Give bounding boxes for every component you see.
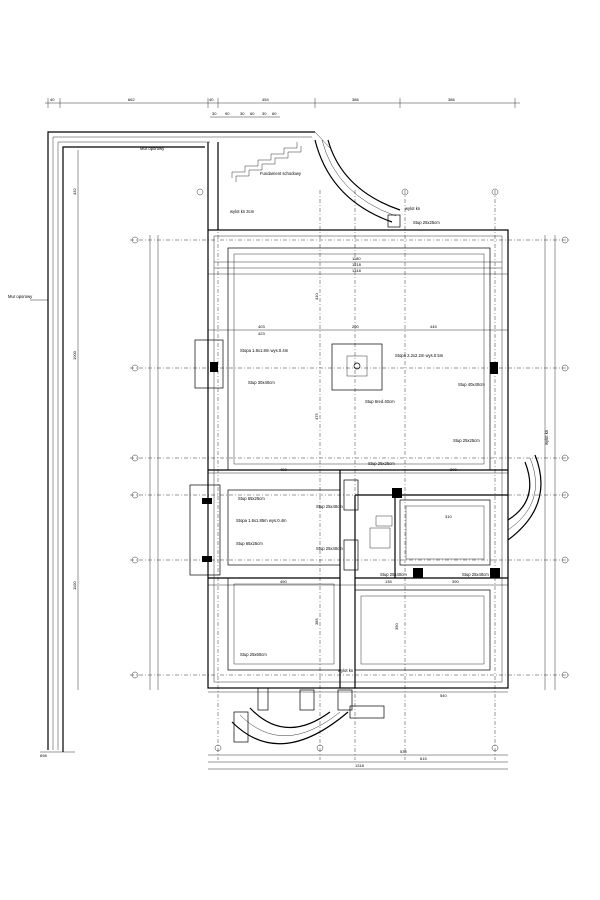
dim-490: 490 xyxy=(280,467,287,472)
stairs-foundation-label: Fundament schodowy xyxy=(260,171,302,176)
dim-wall-bottom: 698 xyxy=(40,753,47,758)
dim-390: 390 xyxy=(394,623,399,630)
dim-403: 403 xyxy=(258,324,265,329)
wylot-top-left: wylot kn 3cm xyxy=(230,209,255,214)
column-marker-2 xyxy=(353,362,361,370)
top-dim2-6: 60 xyxy=(272,111,277,116)
stopa-2: Stopa 2.2x2.2m wys.0.5m xyxy=(395,353,444,358)
column-marker-8 xyxy=(490,568,500,578)
top-dim-5: 386 xyxy=(352,97,359,102)
dim-1000: 1000 xyxy=(72,350,77,360)
dim-135: 135 xyxy=(385,579,392,584)
stup-9: Stup 25x40cm xyxy=(316,546,343,551)
dim-535: 535 xyxy=(400,749,407,754)
dim-475: 475 xyxy=(314,413,319,420)
building-outline xyxy=(207,229,509,689)
dim-300: 300 xyxy=(450,467,457,472)
stup-10: Stup 25x40cm xyxy=(380,572,407,577)
column-marker-6 xyxy=(202,556,212,562)
axis-grid xyxy=(130,190,570,760)
top-dim-3: 40 xyxy=(209,97,214,102)
dim-1100: 1100 xyxy=(72,581,77,590)
stup-8: Stup 65x25cm xyxy=(236,541,263,546)
wylot-bottom: wylot kn xyxy=(338,668,354,673)
stopa-3: Stopa 1.6x1.85m wys.0.4m xyxy=(236,518,287,523)
dim-1218: 1218 xyxy=(352,262,362,267)
stup-5: Stup 25x25cm xyxy=(453,438,480,443)
retaining-wall-label: Mur oporowy xyxy=(140,146,165,151)
column-marker-4 xyxy=(392,488,402,498)
dim-1318: 1318 xyxy=(352,268,362,273)
retaining-wall: Mur oporowy Mur oporowy 698 xyxy=(8,131,331,758)
wylot-top-right: wylot kn xyxy=(405,206,421,211)
stup-1: Stup 30x40cm xyxy=(248,380,275,385)
top-dim2-1: 30 xyxy=(212,111,217,116)
dim-1318b: 1318 xyxy=(355,763,365,768)
stup-6: Stup 65x25cm xyxy=(238,496,265,501)
curved-wall-top: wylot kn Stup 25x25cm wylot kn 3cm xyxy=(230,139,440,228)
wylot-side: wylot kn xyxy=(544,429,549,445)
top-dimension-line: 40 662 40 454 386 386 30 90 30 60 30 60 xyxy=(45,97,520,118)
stup-7: Stup 25x40cm xyxy=(316,504,343,509)
dim-490b: 490 xyxy=(280,579,287,584)
stup-top-right: Stup 25x25cm xyxy=(413,220,440,225)
stup-2: Stup 6red.40cm xyxy=(365,399,395,404)
dim-540: 540 xyxy=(440,693,447,698)
bottom-dimensions: 540 535 615 1318 xyxy=(208,691,508,770)
dim-385: 385 xyxy=(314,618,319,625)
retaining-wall-left-label: Mur oporowy xyxy=(8,294,33,299)
curved-bay-right: wylot kn xyxy=(507,429,549,541)
column-marker-3 xyxy=(490,362,498,374)
axis-markers-left xyxy=(131,188,569,752)
dim-200: 200 xyxy=(352,324,359,329)
horizontal-dimensions: 1180 1218 1318 403 423 200 445 490 300 3… xyxy=(208,256,508,586)
stopa-1: Stopa 1.8x1.8m wys.0.4m xyxy=(240,348,289,353)
dim-1180: 1180 xyxy=(352,256,361,261)
vertical-dimensions: 1000 1100 432 410 475 390 385 xyxy=(72,150,556,690)
stup-11: Stup 25x40cm xyxy=(462,572,489,577)
dim-390b: 390 xyxy=(452,579,459,584)
column-marker-5 xyxy=(202,498,212,504)
dim-410: 410 xyxy=(314,293,319,300)
top-dim2-3: 30 xyxy=(240,111,245,116)
top-dim2-4: 60 xyxy=(250,111,255,116)
top-dim2-5: 30 xyxy=(262,111,267,116)
stup-3: Stup 40x40cm xyxy=(458,382,485,387)
column-marker-7 xyxy=(413,568,423,578)
footings: Stopa 1.8x1.8m wys.0.4m Stup 30x40cm Sto… xyxy=(189,339,500,673)
curved-terrace-bottom xyxy=(231,687,385,745)
dim-445: 445 xyxy=(430,324,437,329)
top-dim2-2: 90 xyxy=(225,111,230,116)
dim-432: 432 xyxy=(72,188,77,195)
dim-423: 423 xyxy=(258,331,265,336)
top-dim-6: 386 xyxy=(448,97,455,102)
top-dim-2: 662 xyxy=(128,97,135,102)
dim-310: 310 xyxy=(445,514,452,519)
top-dim-4: 454 xyxy=(262,97,269,102)
column-marker-1 xyxy=(210,362,218,372)
dim-615: 615 xyxy=(420,756,427,761)
stup-12: Stup 25x60cm xyxy=(240,652,267,657)
stairs-foundation: Fundament schodowy xyxy=(231,142,302,182)
top-dim-1: 40 xyxy=(50,97,55,102)
stup-4: Stup 25x25cm xyxy=(368,461,395,466)
